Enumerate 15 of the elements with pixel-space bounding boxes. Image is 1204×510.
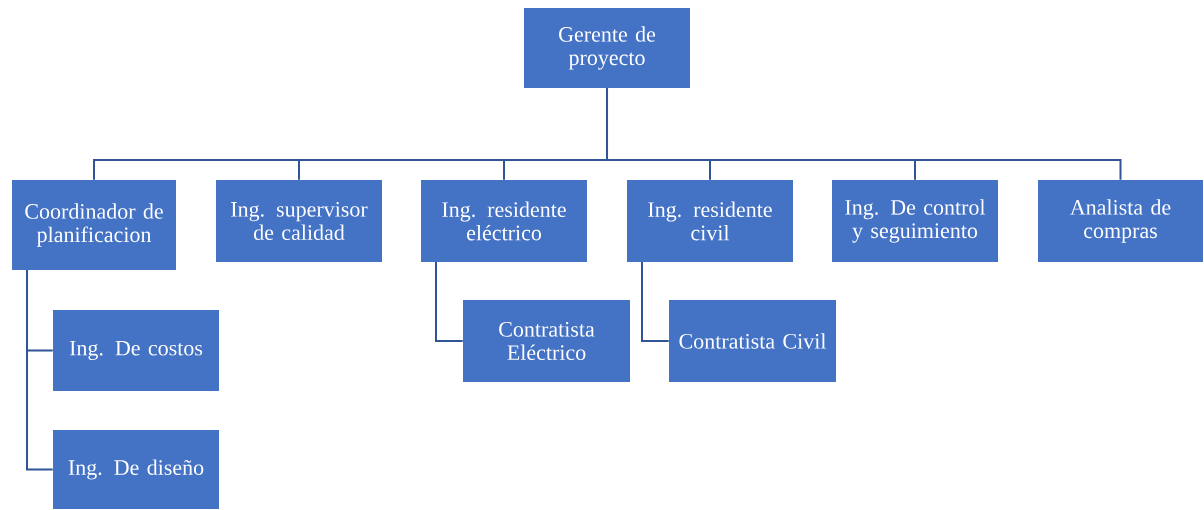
org-box: Ing. De costos bbox=[53, 310, 219, 391]
org-box: Ing. residente civil bbox=[627, 180, 793, 262]
org-box: Contratista Eléctrico bbox=[463, 300, 630, 382]
org-box: Analista de compras bbox=[1038, 180, 1203, 262]
org-box: Ing. supervisor de calidad bbox=[216, 180, 382, 262]
connector-line bbox=[641, 261, 670, 342]
org-box: Ing. De control y seguimiento bbox=[832, 180, 998, 262]
org-box: Gerente de proyecto bbox=[524, 8, 690, 88]
connector-line bbox=[606, 87, 1122, 181]
org-box: Coordinador de planificacion bbox=[12, 180, 176, 270]
org-box: Ing. De diseño bbox=[53, 430, 219, 509]
connector-line bbox=[26, 269, 54, 471]
connector-line bbox=[435, 261, 464, 342]
org-box: Contratista Civil bbox=[669, 300, 836, 382]
org-box: Ing. residente eléctrico bbox=[421, 180, 587, 262]
